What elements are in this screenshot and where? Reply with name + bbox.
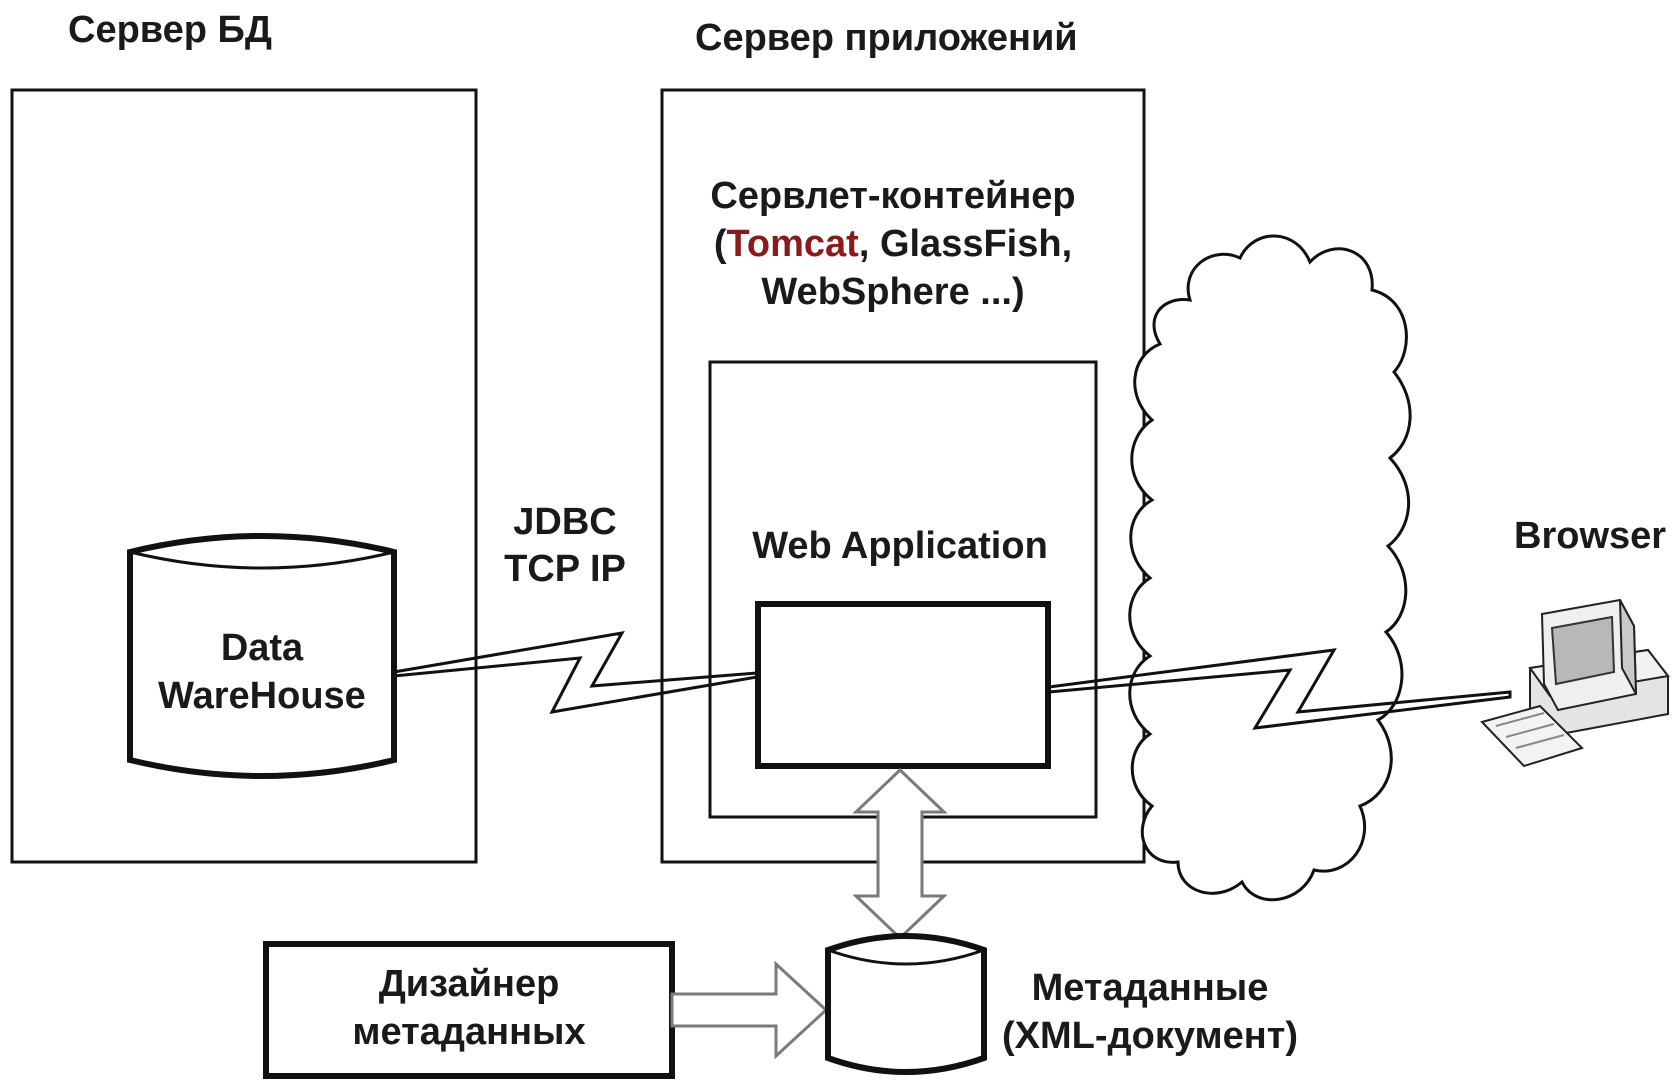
metadata-designer-box: [263, 941, 675, 1079]
tcpip-label: TCP IP: [504, 548, 626, 590]
jdbc-label: JDBC: [513, 501, 616, 543]
app-server-label: Сервер приложений: [695, 17, 1078, 59]
data-warehouse-cylinder: [127, 533, 397, 779]
metadata-label-2: (XML-документ): [1002, 1015, 1298, 1057]
data-warehouse-label-2: WareHouse: [158, 675, 366, 717]
jdbc-connection-link: [392, 630, 759, 714]
web-application-box: [755, 601, 1051, 769]
browser-label: Browser: [1514, 515, 1666, 557]
metadata-designer-label-2: метаданных: [352, 1011, 585, 1053]
http-connection-link: [1047, 648, 1512, 730]
designer-to-metadata-arrow: [670, 960, 829, 1060]
network-cloud: [1128, 234, 1412, 902]
tomcat-label: Tomcat: [727, 223, 860, 265]
servlet-container-label: Сервлет-контейнер: [710, 175, 1075, 217]
servlet-container-examples-2: WebSphere ...): [761, 271, 1024, 313]
computer-icon: [1480, 598, 1670, 768]
db-server-label: Сервер БД: [68, 9, 272, 51]
metadata-label: Метаданные: [1032, 967, 1269, 1009]
data-warehouse-label: Data: [221, 627, 304, 669]
metadata-designer-label: Дизайнер: [379, 963, 560, 1005]
web-application-label: Web Application: [752, 525, 1048, 567]
metadata-cylinder: [825, 933, 987, 1075]
servlet-container-examples: (Tomcat, GlassFish,: [714, 223, 1072, 265]
